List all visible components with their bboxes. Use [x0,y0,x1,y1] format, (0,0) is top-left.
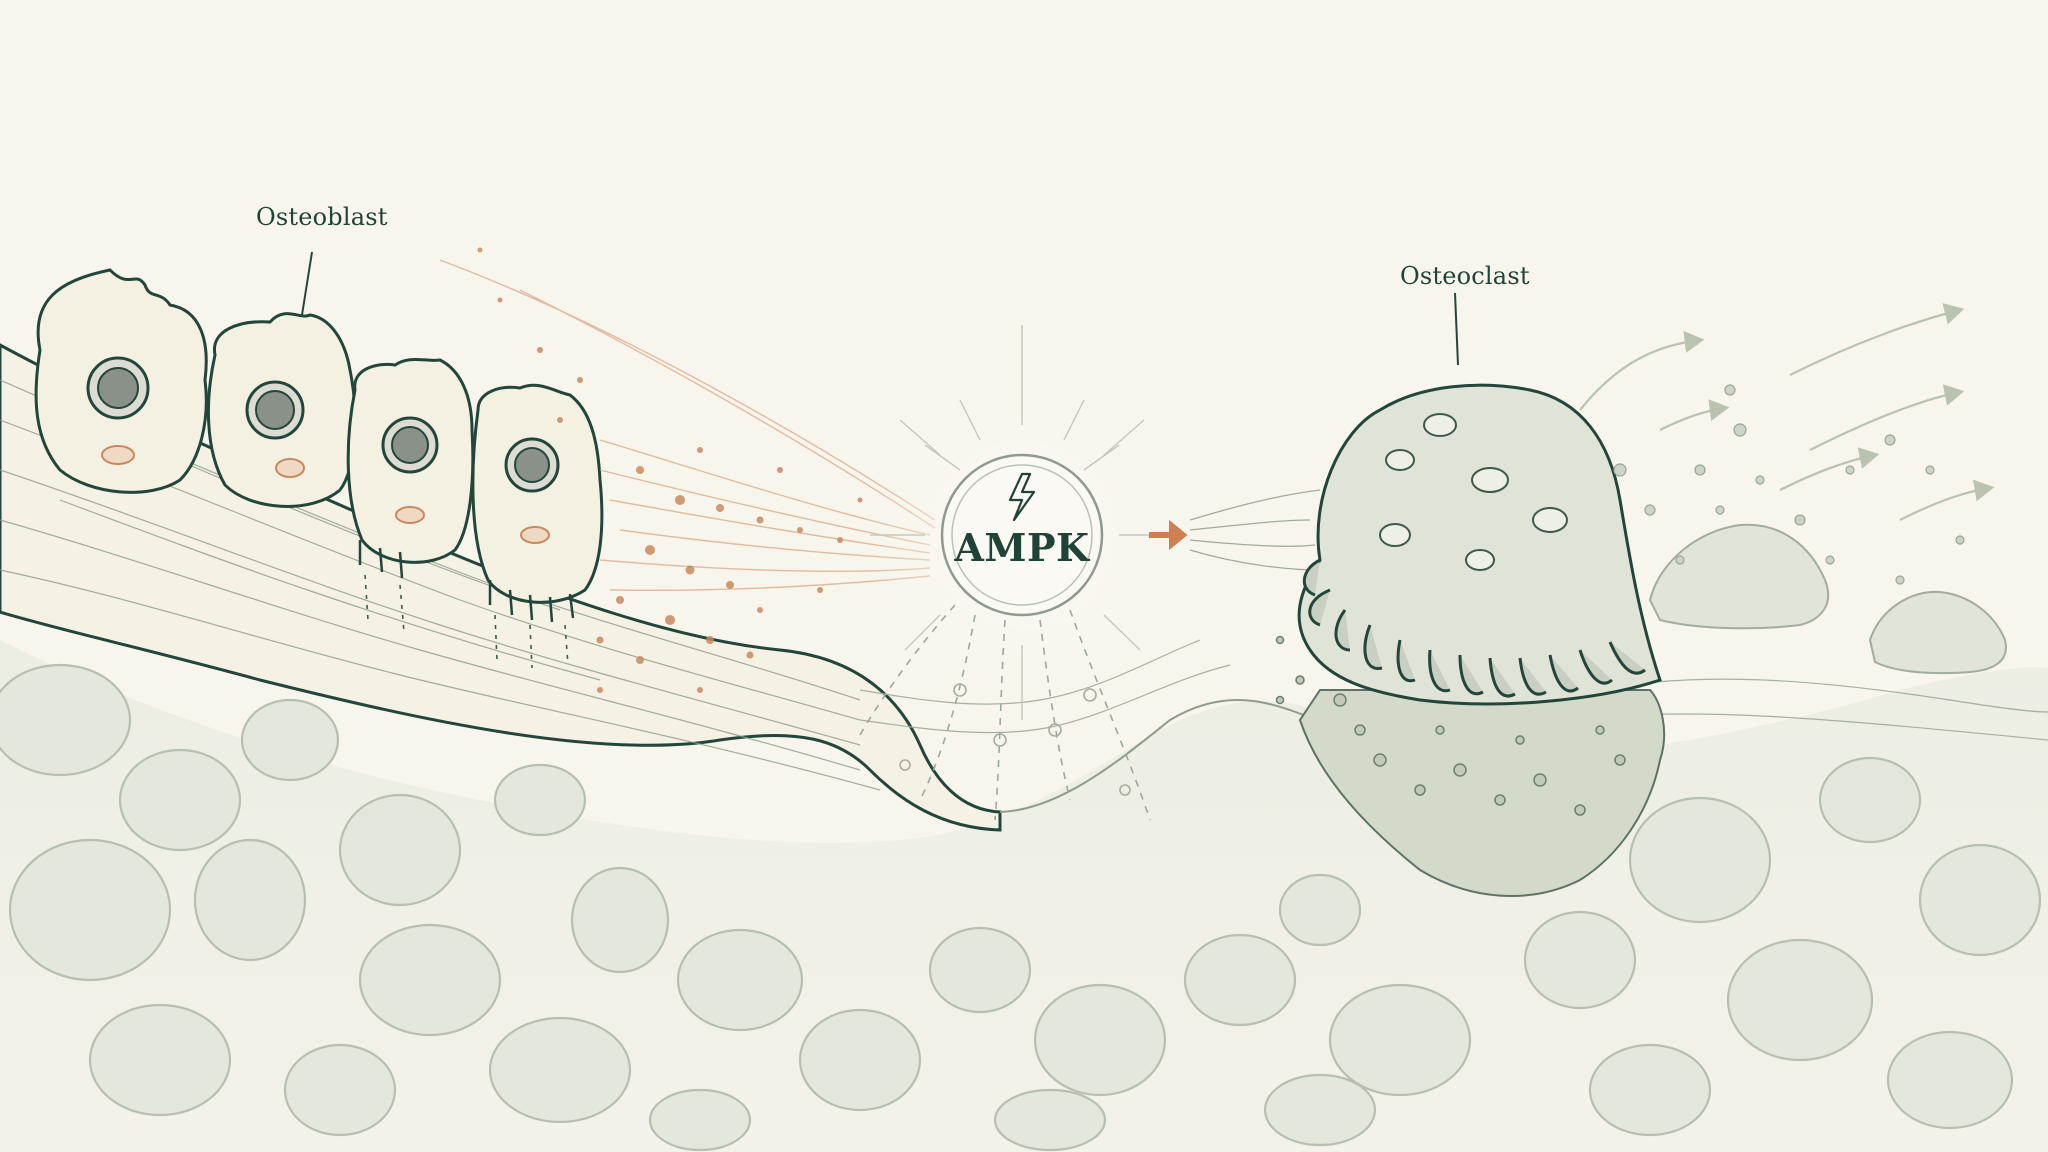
osteoblast-cell-1 [34,268,208,494]
resorption-particles [1613,384,1965,585]
resorption-pit [1298,689,1666,898]
osteoclast-label: Osteoclast [1400,262,1530,290]
osteoclast-organelles [1379,413,1568,571]
osteoclast-cell [1275,383,1666,898]
osteoclast-leader-line [1454,292,1459,366]
lightning-bolt-icon [1008,472,1036,522]
resorption-arrows [1579,303,1995,521]
resorption-debris [1275,635,1626,816]
ruffled-border [1302,558,1646,698]
ampk-ring-inner [951,464,1093,606]
osteoblast-processes [358,540,575,623]
trabecular-bone [0,640,2048,1152]
osteoclast-body [1297,383,1662,706]
osteoblast-cell-3 [346,358,475,564]
bone-pores [0,663,2042,1152]
osteoblast-dashes [364,574,569,669]
osteoblast-label: Osteoblast [256,203,388,231]
osteoblast-cell-2 [206,312,357,508]
ampk-dashed-branches [859,604,1151,821]
osteoblast-leader-line [301,251,313,316]
ampk-rays [870,325,1174,720]
distant-osteoclasts [1648,523,2007,675]
ampk-branch-nodes [899,683,1131,796]
osteoblast-cell-4 [471,383,604,604]
osteoclast-signal-lines [1189,489,1321,571]
ampk-node [859,325,1182,821]
ampk-label: AMPK [954,525,1090,570]
osteoblast-cells [34,268,604,669]
ampk-ring-outer [940,453,1104,617]
arrow-right-icon [1149,519,1188,551]
osteoblast-signal-particles [477,247,863,693]
